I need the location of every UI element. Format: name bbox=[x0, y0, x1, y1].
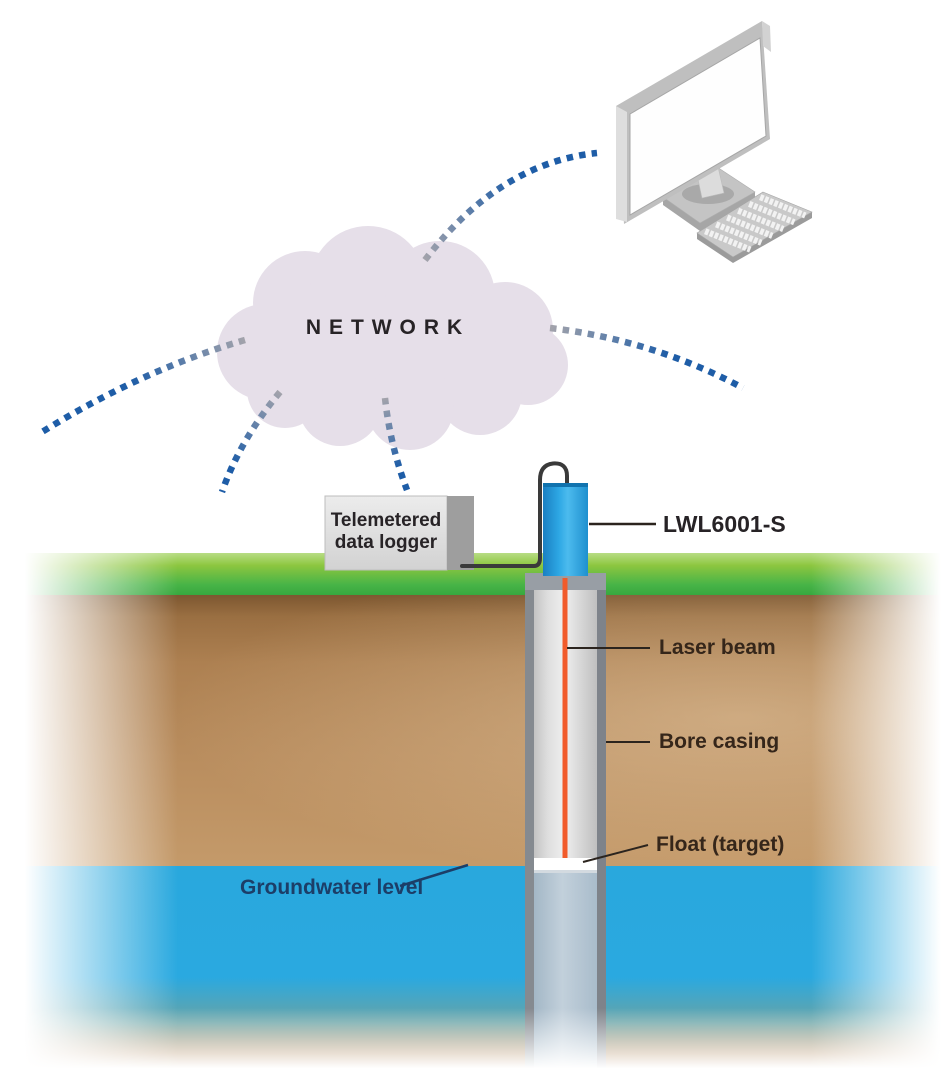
link-lower-left bbox=[218, 389, 283, 494]
leader-float bbox=[582, 844, 649, 863]
link-far-left bbox=[40, 336, 246, 435]
bore-casing-label: Bore casing bbox=[659, 729, 780, 753]
groundwater-level-label: Groundwater level bbox=[240, 875, 424, 899]
laser-logger-device-icon bbox=[543, 483, 588, 576]
link-right bbox=[549, 324, 745, 391]
bore-casing-icon bbox=[525, 573, 606, 1068]
network-cloud-icon bbox=[217, 226, 568, 450]
leader-lines bbox=[399, 522, 656, 888]
float-icon bbox=[534, 858, 597, 872]
leader-groundwater bbox=[399, 863, 469, 888]
groundwater-layer bbox=[0, 866, 949, 1068]
ground-layers bbox=[0, 553, 949, 1068]
wireless-dashed-link-icon bbox=[40, 149, 745, 494]
link-to-computer bbox=[422, 149, 598, 262]
desktop-computer-icon bbox=[616, 21, 813, 263]
network-label: NETWORK bbox=[305, 315, 471, 339]
laser-beam-icon bbox=[562, 578, 568, 860]
data-logger-box-icon bbox=[324, 495, 474, 571]
device-model-label: LWL6001-S bbox=[663, 510, 786, 537]
data-logger-label: Telemetered data logger bbox=[330, 510, 442, 553]
signal-cable bbox=[460, 461, 569, 568]
keyboard-icon bbox=[696, 191, 813, 263]
laser-beam-label: Laser beam bbox=[659, 635, 776, 659]
monitor-screen bbox=[629, 37, 767, 216]
grass-layer bbox=[0, 553, 949, 595]
float-target-label: Float (target) bbox=[656, 832, 785, 856]
